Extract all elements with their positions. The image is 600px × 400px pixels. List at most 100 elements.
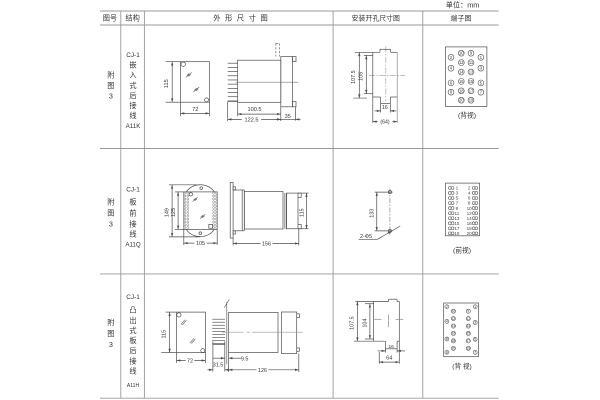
svg-text:后: 后: [129, 91, 136, 100]
svg-text:9.5: 9.5: [241, 356, 249, 362]
svg-text:18: 18: [467, 226, 473, 231]
svg-text:10: 10: [459, 51, 464, 56]
svg-text:18: 18: [452, 339, 456, 343]
svg-text:19: 19: [469, 98, 474, 103]
svg-text:115: 115: [164, 79, 170, 88]
svg-text:17: 17: [466, 339, 470, 343]
svg-text:2: 2: [468, 186, 471, 191]
svg-text:5: 5: [456, 196, 459, 201]
svg-text:13: 13: [466, 324, 470, 328]
svg-text:115: 115: [162, 330, 168, 339]
svg-text:15: 15: [469, 79, 474, 84]
svg-text:外形尺寸图: 外形尺寸图: [213, 14, 272, 23]
svg-text:19: 19: [454, 231, 460, 236]
svg-text:133: 133: [369, 209, 375, 218]
svg-text:(64): (64): [380, 120, 389, 126]
svg-text:A11Q: A11Q: [125, 242, 141, 249]
svg-text:10: 10: [452, 309, 456, 313]
svg-text:17: 17: [469, 88, 474, 93]
svg-text:6: 6: [446, 337, 448, 341]
svg-text:107.5: 107.5: [351, 70, 357, 84]
svg-text:122.5: 122.5: [245, 117, 259, 123]
svg-text:线: 线: [129, 111, 136, 120]
svg-text:10: 10: [467, 206, 473, 211]
svg-text:14: 14: [452, 324, 456, 328]
svg-text:16: 16: [467, 221, 473, 226]
svg-text:14: 14: [459, 70, 464, 75]
svg-text:13: 13: [454, 216, 460, 221]
svg-text:2: 2: [446, 305, 448, 309]
svg-text:16: 16: [459, 79, 464, 84]
svg-text:图: 图: [107, 209, 114, 218]
svg-text:前: 前: [129, 209, 136, 218]
svg-text:4: 4: [450, 66, 453, 71]
svg-text:7: 7: [480, 90, 483, 95]
svg-text:14: 14: [467, 216, 473, 221]
svg-text:后: 后: [129, 346, 136, 355]
svg-text:20: 20: [467, 231, 473, 236]
svg-text:15: 15: [454, 221, 460, 226]
svg-text:105: 105: [359, 72, 365, 81]
svg-text:接: 接: [129, 101, 136, 110]
svg-text:7: 7: [474, 351, 476, 355]
svg-text:6: 6: [468, 196, 471, 201]
svg-text:16: 16: [452, 332, 456, 336]
svg-text:附: 附: [107, 198, 114, 207]
svg-text:9: 9: [467, 309, 469, 313]
svg-text:18: 18: [459, 88, 464, 93]
svg-text:附: 附: [107, 71, 114, 80]
svg-text:3: 3: [480, 66, 483, 71]
svg-text:板: 板: [129, 336, 136, 345]
svg-text:8: 8: [468, 201, 471, 206]
svg-text:凸: 凸: [129, 305, 136, 314]
svg-text:结构: 结构: [125, 14, 139, 23]
svg-text:A11H: A11H: [127, 383, 140, 389]
svg-text:16: 16: [389, 344, 395, 350]
svg-text:接: 接: [129, 356, 136, 365]
svg-text:3: 3: [456, 191, 459, 196]
svg-text:35: 35: [285, 114, 291, 120]
svg-text:115: 115: [299, 208, 305, 217]
svg-text:11: 11: [469, 60, 474, 65]
svg-text:CJ-1: CJ-1: [126, 186, 140, 193]
svg-text:板: 板: [129, 198, 136, 207]
svg-text:16: 16: [382, 105, 388, 111]
svg-text:12: 12: [459, 60, 464, 65]
svg-text:13: 13: [469, 70, 474, 75]
svg-text:出: 出: [129, 316, 136, 325]
svg-text:图: 图: [107, 329, 114, 338]
svg-text:12: 12: [452, 317, 456, 321]
svg-text:3: 3: [474, 321, 476, 325]
svg-text:19: 19: [466, 347, 470, 351]
svg-text:安装开孔尺寸图: 安装开孔尺寸图: [352, 14, 400, 23]
svg-text:72: 72: [192, 107, 198, 113]
svg-text:9: 9: [470, 51, 473, 56]
svg-text:100.5: 100.5: [248, 107, 262, 113]
svg-text:104: 104: [362, 319, 368, 328]
svg-text:图号: 图号: [103, 14, 117, 23]
svg-text:线: 线: [129, 230, 136, 239]
svg-text:3: 3: [109, 220, 113, 229]
svg-text:156: 156: [262, 242, 271, 248]
svg-text:1: 1: [474, 305, 476, 309]
svg-text:图: 图: [107, 81, 114, 90]
svg-text:4: 4: [446, 320, 448, 324]
svg-text:126: 126: [258, 368, 267, 374]
svg-text:(背视): (背视): [458, 111, 476, 120]
svg-text:107.5: 107.5: [349, 316, 355, 330]
svg-text:(前视): (前视): [453, 246, 471, 255]
svg-text:15: 15: [466, 332, 470, 336]
svg-text:105: 105: [196, 241, 205, 247]
svg-text:2: 2: [450, 55, 453, 60]
svg-text:20: 20: [452, 347, 456, 351]
svg-text:式: 式: [129, 326, 136, 335]
svg-text:3: 3: [109, 92, 113, 101]
svg-text:4: 4: [468, 191, 471, 196]
svg-text:(背 视): (背 视): [452, 362, 471, 371]
svg-text:31.5: 31.5: [213, 363, 224, 369]
svg-text:125: 125: [171, 208, 177, 217]
svg-text:8: 8: [450, 90, 453, 95]
svg-text:149: 149: [165, 208, 171, 217]
svg-text:1: 1: [456, 186, 459, 191]
svg-text:11: 11: [467, 317, 471, 321]
